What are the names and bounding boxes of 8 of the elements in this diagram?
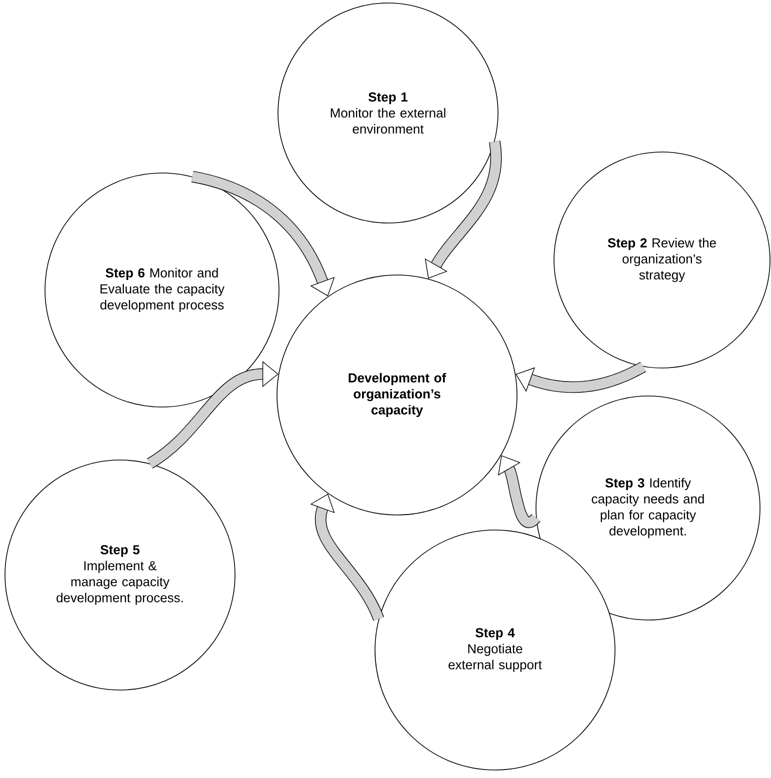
node-label: Step 4 xyxy=(476,628,515,640)
curved-arrow xyxy=(146,361,278,468)
curved-arrow xyxy=(191,171,335,296)
curved-arrow xyxy=(498,455,540,528)
curved-arrow xyxy=(310,494,384,622)
curved-arrow xyxy=(424,141,502,279)
curved-arrow xyxy=(516,362,646,393)
node-label: Negotiate external support xyxy=(448,644,542,672)
